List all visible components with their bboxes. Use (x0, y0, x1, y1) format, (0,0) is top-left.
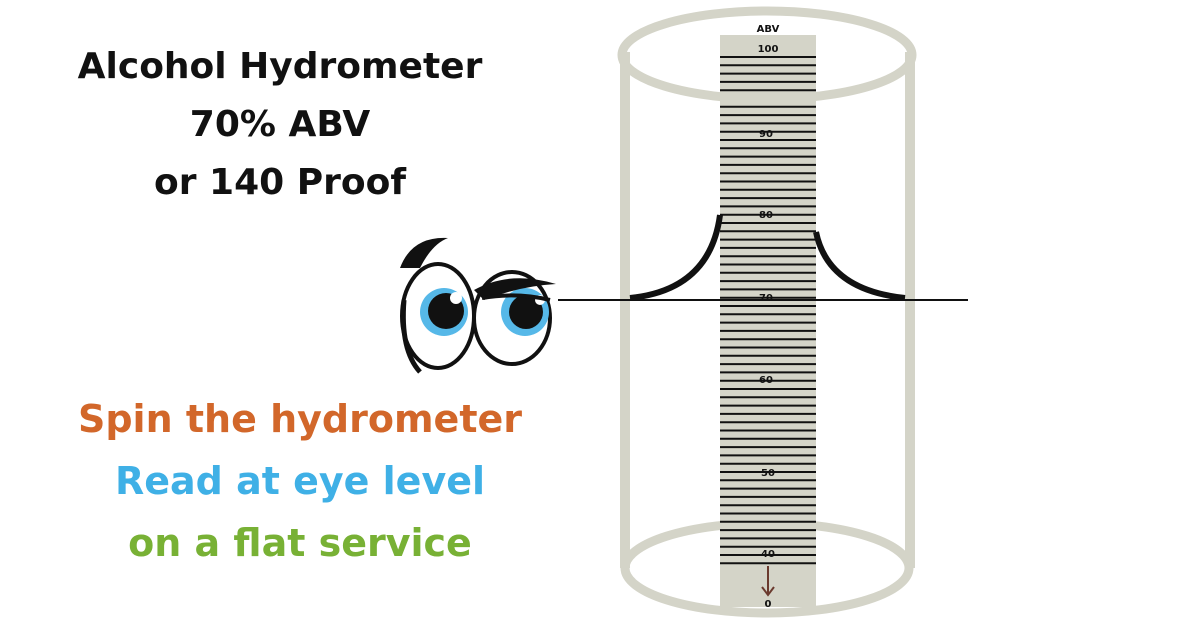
scale-label-0: 0 (765, 599, 772, 610)
scale-label-40: 40 (761, 549, 775, 560)
scale-header: ABV (757, 24, 780, 35)
instruction-spin: Spin the hydrometer (77, 397, 522, 441)
graduated-cylinder (620, 52, 915, 618)
scale-label-100: 100 (758, 44, 779, 55)
liquid-meniscus (629, 214, 906, 301)
cartoon-eyes-icon (400, 237, 556, 374)
instruction-eye-level: Read at eye level (114, 459, 486, 503)
title-block: Alcohol Hydrometer 70% ABV or 140 Proof (60, 38, 500, 212)
meniscus-left (629, 214, 723, 301)
scale-label-70: 70 (759, 293, 773, 304)
meniscus-right (813, 231, 906, 301)
title-line-1: Alcohol Hydrometer (77, 46, 483, 87)
scale-label-90: 90 (759, 129, 773, 140)
scale-label-50: 50 (761, 468, 775, 479)
title-line-2: 70% ABV (189, 104, 371, 145)
scale-label-80: 80 (759, 210, 773, 221)
title-line-3: or 140 Proof (154, 162, 406, 203)
scale-ticks (720, 56, 816, 565)
scale-label-60: 60 (759, 375, 773, 386)
instructions-block: Spin the hydrometer Read at eye level on… (40, 388, 560, 574)
down-arrow-icon (761, 566, 775, 597)
hydrometer-stem (720, 35, 816, 607)
cylinder-top-rim (617, 6, 917, 104)
instruction-flat-surface: on a flat service (128, 521, 472, 565)
